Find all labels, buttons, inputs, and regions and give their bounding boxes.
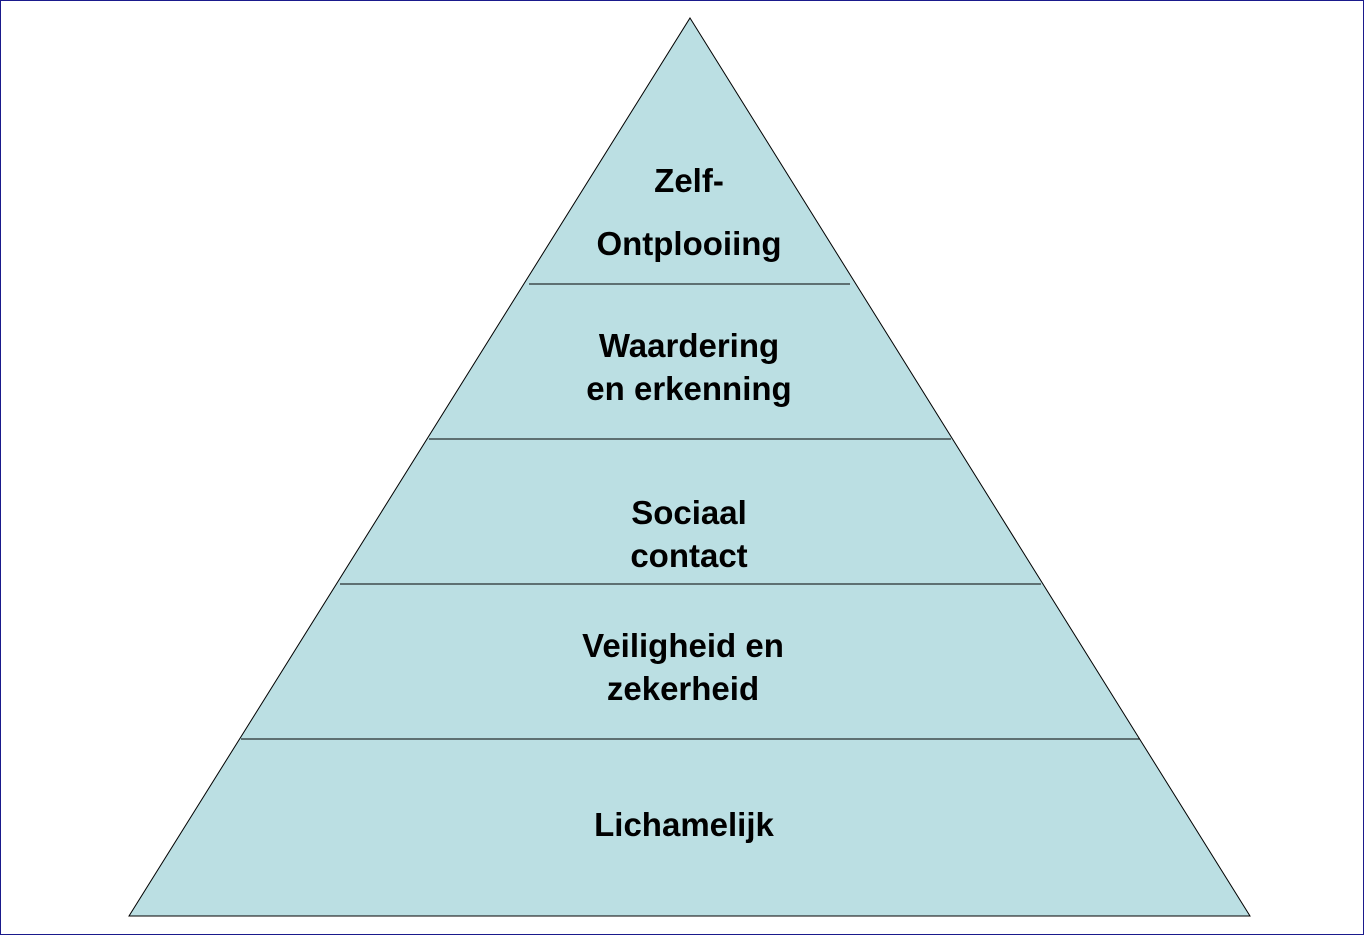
pyramid-shape bbox=[128, 17, 1251, 917]
level-self-actualization: Zelf- Ontplooiing bbox=[596, 162, 781, 262]
level-label-line: Veiligheid en bbox=[582, 627, 784, 664]
level-social: Sociaal contact bbox=[630, 494, 747, 574]
level-label-line: Lichamelijk bbox=[594, 806, 774, 843]
level-label-line: Waardering bbox=[599, 327, 779, 364]
level-physiological: Lichamelijk bbox=[594, 806, 774, 843]
level-esteem: Waardering en erkenning bbox=[586, 327, 791, 407]
level-label-line: en erkenning bbox=[586, 370, 791, 407]
level-label-line: contact bbox=[630, 537, 747, 574]
level-safety: Veiligheid en zekerheid bbox=[582, 627, 784, 707]
level-label-line: Sociaal bbox=[631, 494, 747, 531]
level-label-line: Ontplooiing bbox=[596, 225, 781, 262]
level-label-line: zekerheid bbox=[607, 670, 759, 707]
level-label-line: Zelf- bbox=[654, 162, 724, 199]
